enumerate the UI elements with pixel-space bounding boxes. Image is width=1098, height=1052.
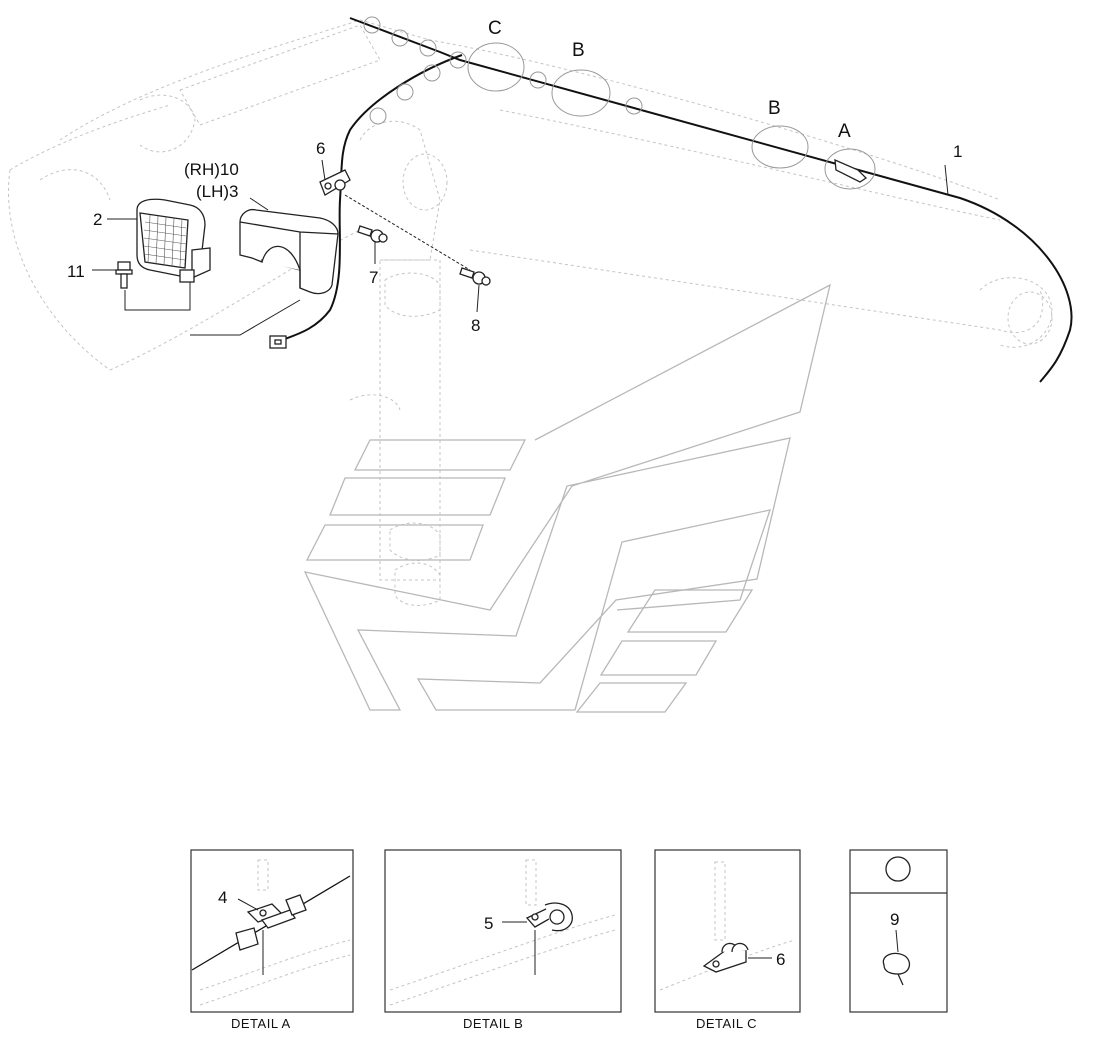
detail-a-panel: 4 xyxy=(190,849,354,1013)
detail-c-part-label: 6 xyxy=(776,950,785,969)
detail-c-panel: 6 xyxy=(654,849,801,1013)
bolt-7-icon xyxy=(357,225,388,243)
detail-b-part-label: 5 xyxy=(484,914,493,933)
detail-marker-b1: B xyxy=(572,40,585,61)
callout-rh: (RH)10 xyxy=(184,160,239,179)
detail-marker-c: C xyxy=(488,18,502,39)
wire-harness xyxy=(281,17,1073,383)
detail-a-caption: DETAIL A xyxy=(231,1016,291,1031)
clip-part-label: 9 xyxy=(890,910,899,929)
detail-b-caption: DETAIL B xyxy=(463,1016,523,1031)
detail-b-panel: 5 xyxy=(384,849,622,1013)
detail-c-caption: DETAIL C xyxy=(696,1016,757,1031)
callout-8: 8 xyxy=(471,316,480,335)
detail-marker-a: A xyxy=(838,121,851,142)
boom-outline xyxy=(8,19,1053,606)
bolt-icon xyxy=(115,261,133,289)
callout-7: 7 xyxy=(369,268,378,287)
cab-frame-outline xyxy=(303,283,831,713)
leader-8 xyxy=(476,284,480,313)
clip-panel: 9 xyxy=(849,849,948,1013)
leader-6 xyxy=(321,159,326,181)
lamp-cover-icon xyxy=(239,208,339,295)
callout-lh: (LH)3 xyxy=(196,182,239,201)
leader-1 xyxy=(944,164,949,196)
leader-3 xyxy=(249,197,269,211)
detail-a-part-label: 4 xyxy=(218,888,227,907)
bracket-icon xyxy=(319,169,351,196)
callout-11: 11 xyxy=(67,262,85,281)
harness-connector-icon xyxy=(269,335,287,349)
cable-clip-icon xyxy=(882,952,911,986)
bolt-8-icon xyxy=(459,267,491,286)
callout-2: 2 xyxy=(93,210,102,229)
harness-clips xyxy=(363,16,876,190)
work-lamp-icon xyxy=(136,198,211,283)
detail-a-connector-icon xyxy=(834,158,868,183)
callout-6: 6 xyxy=(316,139,325,158)
callout-1: 1 xyxy=(953,142,962,161)
detail-marker-b2: B xyxy=(768,98,781,119)
